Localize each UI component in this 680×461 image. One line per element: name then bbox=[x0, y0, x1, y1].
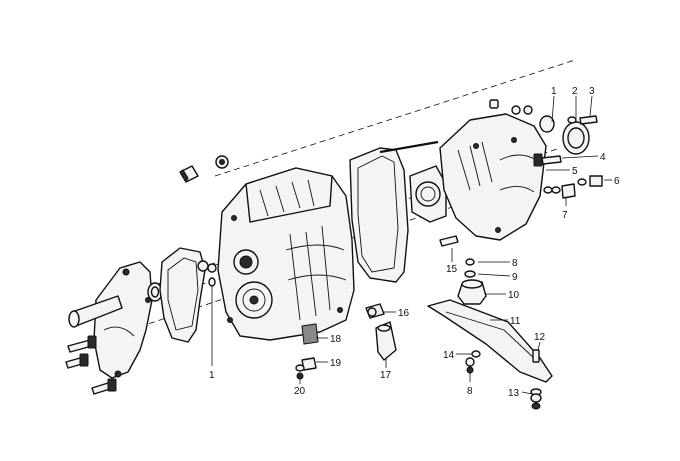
callout-4: 4 bbox=[600, 152, 606, 163]
callout-15: 15 bbox=[446, 264, 458, 275]
callout-16: 16 bbox=[398, 308, 410, 319]
callout-1-bottom: 1 bbox=[209, 370, 215, 381]
dowel-pin bbox=[439, 235, 459, 247]
bracket-bolts bbox=[465, 349, 542, 410]
callout-labels: 1 2 3 4 5 6 7 8 9 10 11 12 13 14 8 15 16… bbox=[209, 86, 620, 399]
drain-plugs bbox=[295, 323, 319, 380]
callout-5: 5 bbox=[572, 166, 578, 177]
leader-lines bbox=[211, 95, 612, 395]
switch-parts bbox=[365, 303, 397, 361]
callout-17: 17 bbox=[380, 370, 392, 381]
callout-2: 2 bbox=[572, 86, 578, 97]
crossmember-bracket bbox=[427, 299, 553, 383]
callout-18: 18 bbox=[330, 334, 342, 345]
callout-1-top: 1 bbox=[551, 86, 557, 97]
callout-6: 6 bbox=[614, 176, 620, 187]
callout-20: 20 bbox=[294, 386, 306, 397]
callout-8-top: 8 bbox=[512, 258, 518, 269]
front-cover bbox=[68, 261, 153, 379]
callout-14: 14 bbox=[443, 350, 455, 361]
callout-12: 12 bbox=[534, 332, 546, 343]
long-stud bbox=[379, 140, 439, 154]
callout-11: 11 bbox=[510, 316, 521, 327]
callout-3: 3 bbox=[589, 86, 595, 97]
callout-13: 13 bbox=[508, 388, 520, 399]
rear-gasket bbox=[349, 147, 409, 283]
rear-housing bbox=[439, 113, 547, 241]
callout-10: 10 bbox=[508, 290, 520, 301]
callout-19: 19 bbox=[330, 358, 342, 369]
rear-fittings bbox=[489, 99, 603, 199]
front-small-parts bbox=[179, 155, 229, 287]
callout-8-bottom: 8 bbox=[467, 386, 473, 397]
main-gearbox-housing bbox=[217, 167, 355, 341]
front-bolts bbox=[65, 335, 117, 395]
intermediate-plate bbox=[409, 165, 447, 223]
front-gasket bbox=[159, 247, 206, 343]
callout-9: 9 bbox=[512, 272, 518, 283]
callout-7: 7 bbox=[562, 210, 568, 221]
mount-parts bbox=[457, 258, 487, 305]
